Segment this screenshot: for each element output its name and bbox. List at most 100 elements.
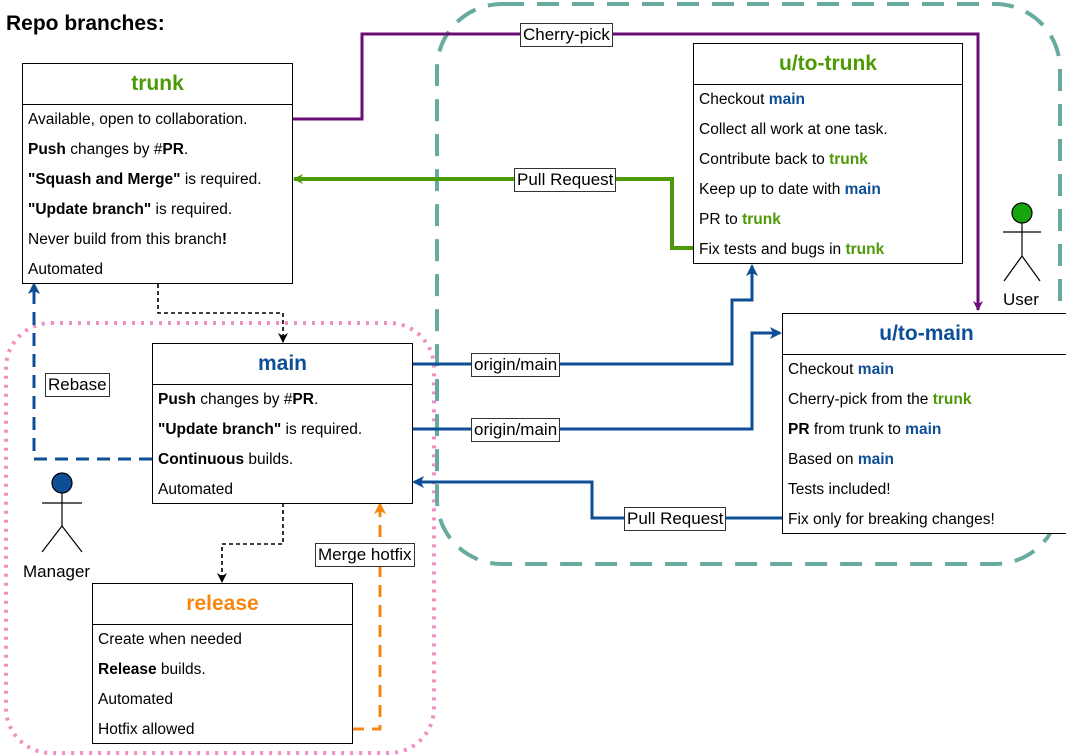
user-label: User [1003, 290, 1039, 309]
to-main-box-title: u/to-main [783, 314, 1066, 355]
to-trunk-row-2: Collect all work at one task. [694, 115, 962, 145]
to-main-row-bold: PR [788, 421, 810, 438]
to-trunk-row-text: Collect all work at one task. [699, 121, 888, 138]
trunk-row-bold: PR [162, 141, 184, 158]
main-row-3: Continuous builds. [153, 445, 412, 475]
main-row-bold: Continuous [158, 451, 245, 468]
pull-request-main-edge [412, 476, 782, 520]
origin-main-label-2: origin/main [471, 418, 561, 442]
to-trunk-row-text: Checkout [699, 91, 769, 108]
user-actor-icon [1003, 202, 1041, 282]
to-main-box: u/to-main Checkout main Cherry-pick from… [782, 313, 1066, 534]
to-trunk-row-branch: trunk [845, 241, 885, 258]
main-row-bold: "Update branch" [158, 421, 282, 438]
to-trunk-box-title: u/to-trunk [694, 44, 962, 85]
main-row-bold: Push [158, 391, 196, 408]
rebase-label: Rebase [45, 373, 110, 397]
main-row-4: Automated [153, 475, 412, 505]
trunk-row-6: Automated [23, 255, 292, 285]
to-main-row-branch: main [905, 421, 942, 438]
to-trunk-row-6: Fix tests and bugs in trunk [694, 235, 962, 265]
main-box-title: main [153, 344, 412, 385]
trunk-row-text: Automated [28, 261, 103, 278]
trunk-row-text: Never build from this branch [28, 231, 222, 248]
to-main-row-branch: trunk [932, 391, 972, 408]
to-main-row-3: PR from trunk to main [783, 415, 1066, 445]
to-trunk-row-3: Contribute back to trunk [694, 145, 962, 175]
to-main-row-text: Fix only for breaking changes! [788, 511, 995, 528]
trunk-row-bold: "Squash and Merge" [28, 171, 181, 188]
merge-hotfix-edge [352, 502, 386, 731]
to-main-row-text: Checkout [788, 361, 858, 378]
to-trunk-row-branch: trunk [829, 151, 868, 168]
main-to-release-edge [217, 503, 284, 583]
to-trunk-row-text: Fix tests and bugs in [699, 241, 846, 258]
release-row-2: Release builds. [93, 655, 352, 685]
to-main-row-text: Based on [788, 451, 858, 468]
to-main-row-text: from trunk to [809, 421, 906, 438]
manager-actor-icon [41, 472, 83, 553]
trunk-to-main-edge [157, 284, 288, 343]
main-row-text: is required. [281, 421, 363, 438]
trunk-box: trunk Available, open to collaboration. … [22, 63, 293, 284]
to-trunk-row-branch: main [768, 91, 805, 108]
to-trunk-row-text: Contribute back to [699, 151, 830, 168]
trunk-row-text: is required. [180, 171, 262, 188]
to-main-row-5: Tests included! [783, 475, 1066, 505]
origin-main-edge-1 [412, 264, 758, 366]
to-trunk-row-branch: trunk [742, 211, 781, 228]
release-row-text: builds. [156, 661, 206, 678]
to-main-row-branch: main [857, 361, 894, 378]
trunk-row-text: Available, open to collaboration. [28, 111, 248, 128]
cherry-pick-label: Cherry-pick [520, 23, 613, 47]
to-main-row-1: Checkout main [783, 355, 1066, 385]
to-trunk-row-text: Keep up to date with [699, 181, 845, 198]
cherry-pick-edge [292, 32, 983, 311]
release-row-bold: Release [98, 661, 157, 678]
trunk-row-bold: ! [221, 231, 228, 248]
release-box: release Create when needed Release build… [92, 583, 353, 744]
release-row-text: Automated [98, 691, 173, 708]
release-row-1: Create when needed [93, 625, 352, 655]
manager-label: Manager [23, 562, 91, 581]
to-trunk-row-1: Checkout main [694, 85, 962, 115]
user-group-border [435, 2, 1062, 566]
release-row-3: Automated [93, 685, 352, 715]
origin-main-edge-2 [412, 327, 782, 431]
origin-main-label-1: origin/main [471, 353, 561, 377]
to-trunk-row-branch: main [844, 181, 881, 198]
trunk-row-4: "Update branch" is required. [23, 195, 292, 225]
to-main-row-branch: main [857, 451, 894, 468]
pull-request-trunk-edge [293, 174, 694, 250]
main-box: main Push changes by #PR. "Update branch… [152, 343, 413, 504]
to-trunk-box: u/to-trunk Checkout main Collect all wor… [693, 43, 963, 264]
main-row-text: changes by # [195, 391, 293, 408]
to-main-row-text: Cherry-pick from the [788, 391, 933, 408]
to-trunk-row-5: PR to trunk [694, 205, 962, 235]
trunk-row-1: Available, open to collaboration. [23, 105, 292, 135]
main-row-text: builds. [244, 451, 294, 468]
rebase-edge [28, 282, 152, 461]
trunk-row-5: Never build from this branch! [23, 225, 292, 255]
main-row-bold: PR [292, 391, 314, 408]
page-title: Repo branches: [6, 12, 165, 35]
trunk-box-title: trunk [23, 64, 292, 105]
trunk-row-text: is required. [151, 201, 233, 218]
to-main-row-text: Tests included! [788, 481, 891, 498]
pull-request-main-label: Pull Request [624, 507, 727, 531]
to-trunk-row-4: Keep up to date with main [694, 175, 962, 205]
trunk-row-2: Push changes by #PR. [23, 135, 292, 165]
to-trunk-row-text: PR to [699, 211, 743, 228]
main-row-text: Automated [158, 481, 233, 498]
to-main-row-6: Fix only for breaking changes! [783, 505, 1066, 535]
to-main-row-4: Based on main [783, 445, 1066, 475]
main-row-1: Push changes by #PR. [153, 385, 412, 415]
release-row-text: Hotfix allowed [98, 721, 195, 738]
merge-hotfix-label: Merge hotfix [315, 543, 415, 567]
release-group-border [4, 321, 436, 755]
to-main-row-2: Cherry-pick from the trunk [783, 385, 1066, 415]
trunk-row-text: changes by # [65, 141, 163, 158]
trunk-row-bold: Push [28, 141, 66, 158]
trunk-row-bold: "Update branch" [28, 201, 152, 218]
